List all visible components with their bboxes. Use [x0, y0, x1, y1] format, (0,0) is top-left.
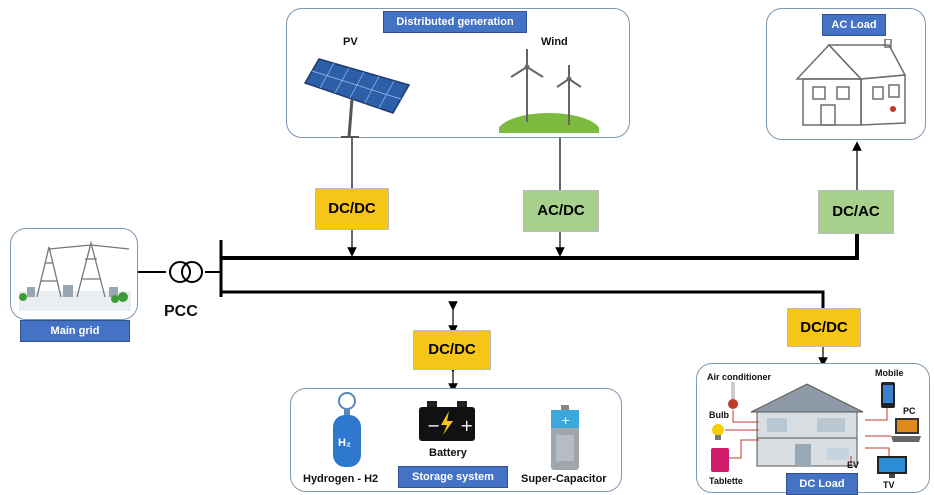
pcc-label: PCC	[164, 303, 198, 320]
tv-icon	[877, 456, 907, 478]
h2-symbol: H₂	[338, 437, 351, 449]
dc-load-dc-dc-converter: DC/DC	[787, 308, 861, 347]
storage-system-title: Storage system	[398, 466, 508, 488]
hydrogen-label: Hydrogen - H2	[303, 473, 379, 485]
super-capacitor-label: Super-Capacitor	[521, 473, 607, 485]
pc-label: PC	[903, 406, 916, 416]
bulb-label: Bulb	[709, 410, 729, 420]
bulb-icon	[712, 424, 724, 440]
pc-icon	[891, 418, 921, 442]
ev-label: EV	[847, 460, 860, 470]
svg-text:+: +	[460, 416, 473, 435]
main-grid-panel	[10, 228, 138, 320]
tv-label: TV	[883, 480, 895, 490]
battery-label: Battery	[429, 447, 467, 459]
substation-icon	[19, 240, 131, 311]
pcc-transformer-coil-left	[169, 261, 191, 283]
svg-text:+: +	[561, 414, 570, 427]
pv-label: PV	[343, 36, 358, 48]
mobile-label: Mobile	[875, 368, 904, 378]
wind-turbine-icon	[499, 49, 599, 133]
distributed-generation-title: Distributed generation	[383, 11, 527, 33]
wind-ac-dc-converter: AC/DC	[523, 190, 599, 232]
ac-load-title: AC Load	[822, 14, 886, 36]
tablette-label: Tablette	[709, 476, 743, 486]
dc-house-icon	[750, 383, 864, 467]
air-conditioner-icon	[728, 382, 738, 409]
main-grid-title: Main grid	[20, 320, 130, 342]
storage-dc-dc-converter: DC/DC	[413, 330, 491, 370]
pcc-transformer-coil-right	[181, 261, 203, 283]
solar-panel-icon	[303, 58, 411, 138]
ac-bus-line	[221, 233, 859, 260]
svg-text:−: −	[427, 416, 440, 435]
dc-load-title: DC Load	[786, 473, 858, 495]
battery-icon: − +	[419, 401, 475, 441]
pv-dc-dc-converter: DC/DC	[315, 188, 389, 230]
dc-load-panel: Air conditioner Bulb Tablette Mobile PC …	[696, 363, 930, 493]
dc-bus-line	[221, 290, 825, 308]
hydrogen-tank-icon	[333, 392, 361, 467]
mobile-icon	[881, 382, 895, 408]
dc-load-wiring	[725, 408, 891, 464]
ac-load-dc-ac-converter: DC/AC	[818, 190, 894, 234]
air-conditioner-label: Air conditioner	[707, 372, 772, 382]
super-capacitor-icon: +	[551, 405, 579, 470]
tablette-icon	[711, 448, 729, 472]
wind-label: Wind	[541, 36, 568, 48]
house-icon	[795, 39, 907, 126]
